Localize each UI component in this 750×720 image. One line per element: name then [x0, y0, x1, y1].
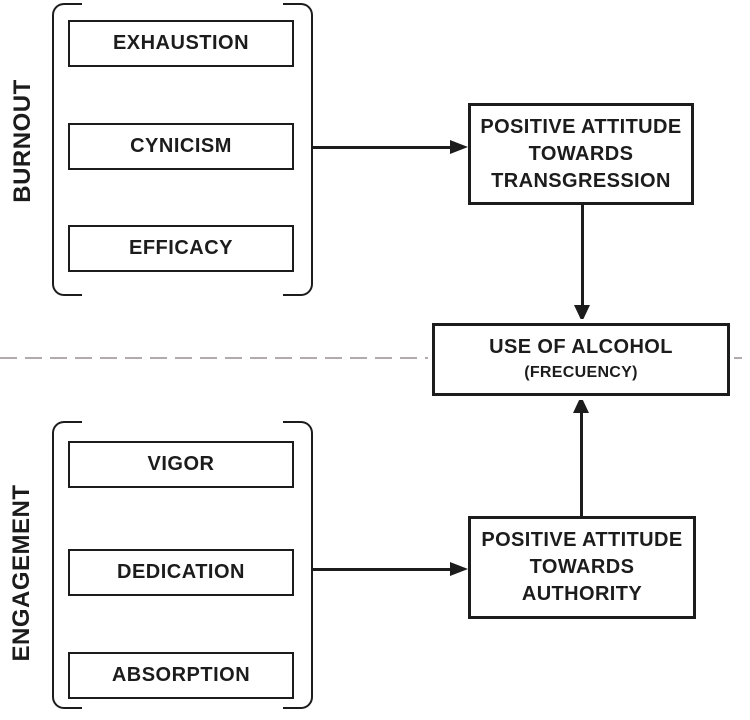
- arrow-down-icon: [574, 305, 590, 322]
- box-efficacy: EFFICACY: [68, 225, 294, 272]
- box-line: POSITIVE ATTITUDE: [481, 529, 683, 551]
- box-vigor: VIGOR: [68, 441, 294, 488]
- box-use-of-alcohol: USE OF ALCOHOL (FRECUENCY): [432, 323, 730, 396]
- box-cynicism: CYNICISM: [68, 123, 294, 170]
- dashed-divider-line: [0, 357, 750, 359]
- box-absorption: ABSORPTION: [68, 652, 294, 699]
- engagement-bracket-right-icon: [283, 421, 313, 709]
- box-line: TOWARDS: [529, 556, 635, 578]
- arrow-engagement-to-authority-line: [312, 568, 452, 571]
- box-line: TRANSGRESSION: [491, 169, 671, 192]
- box-positive-attitude-authority: POSITIVE ATTITUDE TOWARDS AUTHORITY: [468, 516, 696, 619]
- arrow-burnout-to-transgression-line: [312, 146, 452, 149]
- box-line: AUTHORITY: [521, 583, 643, 605]
- box-line: TOWARDS: [528, 142, 634, 165]
- group-label-engagement: ENGAGEMENT: [8, 484, 35, 662]
- burnout-bracket-left-icon: [52, 3, 82, 296]
- engagement-bracket-left-icon: [52, 421, 82, 709]
- box-title: USE OF ALCOHOL: [489, 335, 673, 358]
- box-line: POSITIVE ATTITUDE: [480, 115, 682, 138]
- box-subtitle: (FRECUENCY): [524, 363, 638, 381]
- group-label-burnout: BURNOUT: [9, 79, 36, 203]
- arrow-right-icon: [450, 140, 468, 154]
- arrow-transgression-to-alcohol-line: [581, 205, 584, 306]
- box-positive-attitude-transgression: POSITIVE ATTITUDE TOWARDS TRANSGRESSION: [468, 103, 694, 205]
- box-exhaustion: EXHAUSTION: [68, 20, 294, 67]
- burnout-bracket-right-icon: [283, 3, 313, 296]
- box-dedication: DEDICATION: [68, 549, 294, 596]
- arrow-authority-to-alcohol-line: [580, 412, 583, 516]
- arrow-right-icon: [450, 562, 468, 576]
- arrow-up-icon: [573, 396, 589, 413]
